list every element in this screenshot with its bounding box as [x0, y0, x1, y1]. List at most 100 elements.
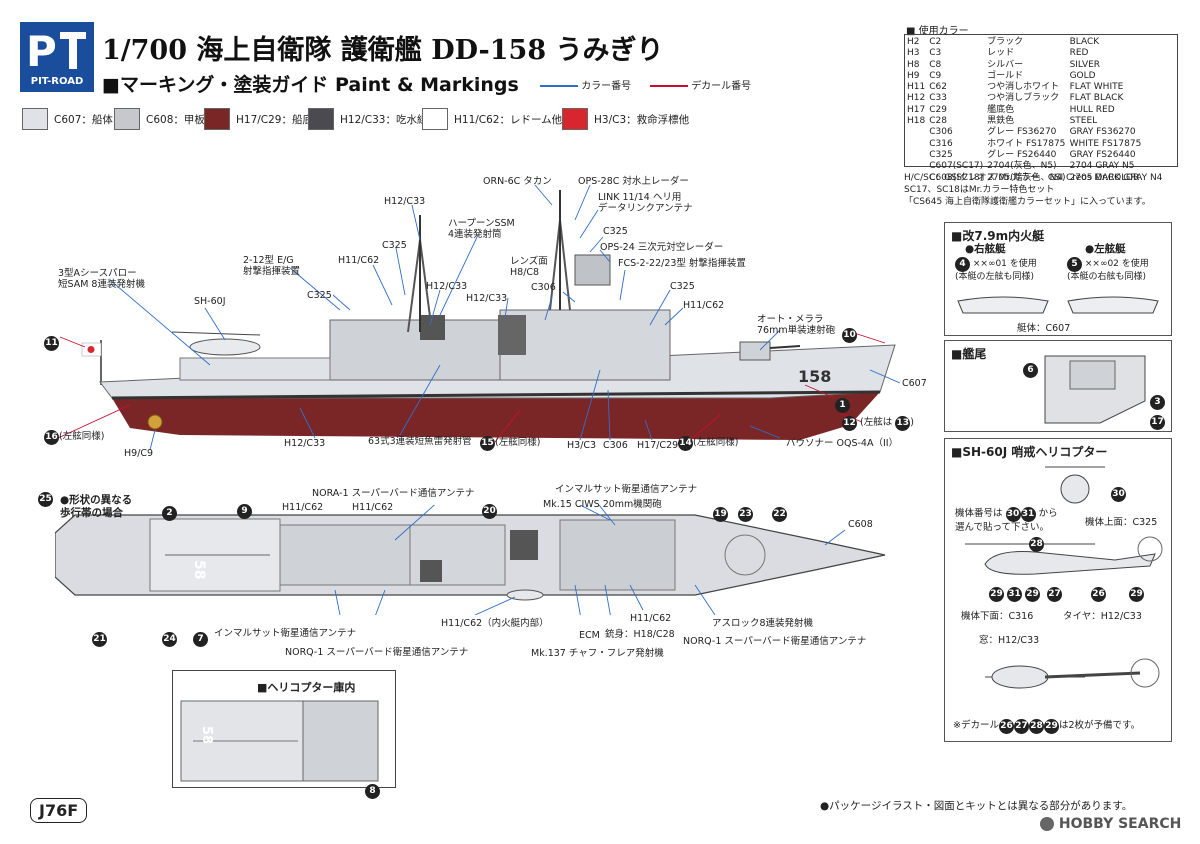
decal-12: 12 (左舷は 13): [842, 416, 914, 431]
label-norq-left: NORQ-1 スーパーバード衛星通信アンテナ: [285, 647, 469, 658]
paint-cell: 艦底色: [987, 104, 1015, 115]
watermark-icon: [1040, 817, 1054, 831]
boat-panel: ■改7.9m内火艇 ●右舷艇 ●左舷艇 4 ××∞01 を使用 (本艇の左舷も同…: [944, 222, 1172, 336]
swatch-h3: H3/C3：救命浮標他: [562, 108, 689, 130]
paint-cell: GRAY FS26440: [1069, 149, 1136, 160]
paint-cell: H2: [907, 37, 920, 47]
stern-drawing: [1044, 355, 1146, 424]
paint-note: H/C/SC：GSIクレオス Mr.カラー GSI Creos Mr.COLOR: [904, 173, 1140, 183]
paint-cell: WHITE FS17875: [1069, 138, 1142, 149]
paint-cell: H9: [907, 70, 920, 81]
label-h9: H9/C9: [124, 448, 154, 459]
ensign-flag: [81, 340, 102, 385]
label-ciws: Mk.15 CIWS 20mm機関砲: [543, 499, 662, 510]
decal-29b: 29: [1025, 581, 1040, 602]
paint-cell: BLACK: [1069, 37, 1100, 47]
label-eg: 2-12型 E/G 射撃指揮装置: [243, 255, 301, 278]
swatch-box: [422, 108, 448, 130]
label-ops24: OPS-24 三次元対空レーダー: [600, 242, 724, 253]
funnel-top-1: [420, 560, 442, 582]
label-torpedo: 63式3連装短魚雷発射管: [368, 436, 472, 447]
hull-bottom: [112, 392, 880, 440]
boat-top: [506, 589, 544, 601]
paint-row: C607(SC17)2704(灰色、N5)2704 GRAY N5: [905, 161, 1164, 172]
paint-cell: つや消しホワイト: [987, 82, 1060, 93]
stern-panel: ■艦尾 6 3 17: [944, 340, 1172, 432]
paint-cell: C8: [929, 59, 942, 70]
label-inmarsat-bottom: インマルサット衛星通信アンテナ: [214, 628, 357, 639]
paint-cell: 2705(暗灰色、N4): [987, 172, 1066, 183]
label-h12-c: H12/C33: [466, 293, 508, 304]
ops24-radar: [574, 254, 611, 286]
decal-20: 20: [482, 498, 497, 519]
paint-cell: C62: [929, 82, 947, 93]
ship-side-view: 158: [57, 184, 901, 451]
swatch-h12: H12/C33：吃水線他: [308, 108, 438, 130]
decal-6: 6: [1023, 357, 1038, 378]
paint-cell: C306: [929, 127, 953, 138]
paint-cell: H18: [907, 116, 926, 127]
decal-10: 10: [842, 322, 857, 343]
decal-1: 1: [835, 392, 850, 413]
decal-badge: 15: [480, 436, 495, 451]
heli-tire-color: タイヤ：H12/C33: [1063, 611, 1142, 622]
swatch-h17: H17/C29：船底: [204, 108, 313, 130]
paint-cell: FLAT BLACK: [1069, 93, 1124, 104]
superstructure-fwd: [499, 309, 671, 381]
oto-melara-gun: [739, 341, 771, 361]
svg-text:P: P: [26, 27, 57, 76]
decal-badge: 12: [842, 416, 857, 431]
decal-28: 28: [1029, 531, 1044, 552]
paint-cell: 2705 DARK GRAY N4: [1069, 172, 1163, 183]
label-chaff: Mk.137 チャフ・フレア発射機: [531, 648, 664, 659]
sh60j-on-deck: [171, 331, 261, 356]
decal-badge: 29: [1043, 719, 1059, 734]
boat-port-title: ●左舷艇: [1085, 243, 1126, 255]
paint-cell: H11: [907, 82, 926, 93]
label-harpoon: ハープーンSSM 4連装発射筒: [448, 218, 515, 241]
decal-7: 7: [193, 626, 208, 647]
paint-notes: H/C/SC：GSIクレオス Mr.カラー GSI Creos Mr.COLOR…: [904, 172, 1151, 208]
paint-cell: グレー FS36270: [987, 127, 1057, 138]
decal-22: 22: [772, 501, 787, 522]
label-c325-d: C325: [307, 290, 332, 301]
decal-badge: 14: [678, 436, 693, 451]
pit-road-logo: P PIT-ROAD: [20, 22, 94, 92]
label-sh60j: SH-60J: [194, 296, 226, 307]
boat-port-text: 5 ××∞02 を使用 (本艇の右舷も同様): [1067, 257, 1149, 282]
label-seasparrow: 3型Aシースパロー 短SAM 8連装発射機: [58, 268, 145, 291]
stern-panel-title: ■艦尾: [951, 347, 987, 361]
decal-17: 17: [1150, 409, 1165, 430]
hangar: [179, 357, 331, 381]
decal-25: 25: [38, 492, 53, 507]
label-ecm: ECM: [579, 630, 600, 641]
decal-badge: 4: [955, 257, 970, 272]
paint-cell: HULL RED: [1069, 104, 1115, 115]
decal-29a: 29: [989, 581, 1004, 602]
paint-cell: グレー FS26440: [987, 149, 1057, 160]
paint-note: SC17、SC18はMr.カラー特色セット: [904, 185, 1055, 195]
label-h11-top-b: H11/C62: [352, 502, 394, 513]
legend-decal: デカール番号: [650, 77, 751, 92]
paint-cell: C3: [929, 48, 942, 59]
decal-24: 24: [162, 626, 177, 647]
legend-color: カラー番号: [540, 77, 631, 92]
label-link-antenna: LINK 11/14 ヘリ用 データリンクアンテナ: [598, 192, 693, 215]
decal-29c: 29: [1129, 581, 1144, 602]
label-h12-d: H12/C33: [284, 438, 326, 449]
funnel-top-2: [510, 530, 538, 560]
funnel-aft: [420, 315, 445, 340]
paint-table-title: ■ 使用カラー: [906, 26, 969, 37]
heli-lower-color: 機体下面：C316: [961, 611, 1034, 622]
swatch-c607: C607：船体: [22, 108, 113, 130]
swatch-box: [204, 108, 230, 130]
decal-badge: 16: [44, 430, 59, 445]
paint-cell: C29: [929, 104, 947, 115]
paint-cell: FLAT WHITE: [1069, 82, 1124, 93]
label-h17: H17/C29: [637, 440, 679, 451]
